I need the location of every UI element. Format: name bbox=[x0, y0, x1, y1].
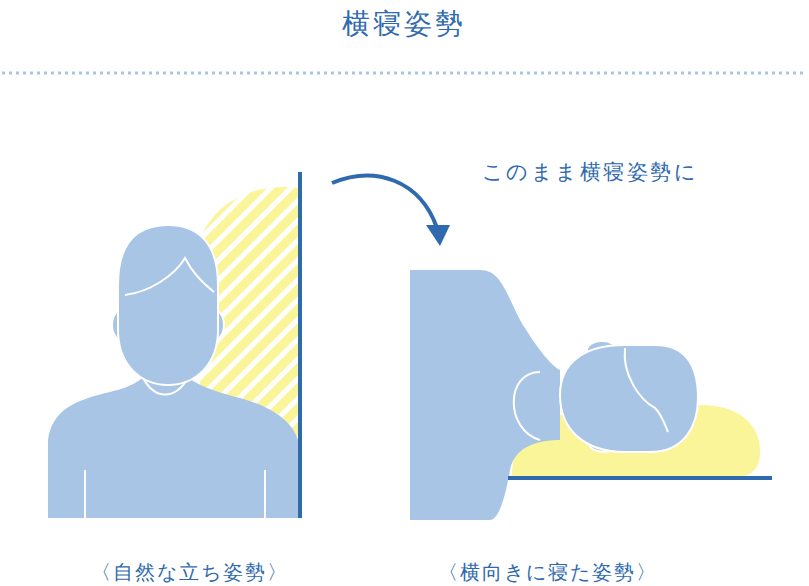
arrow-note: このまま横寝姿勢に bbox=[482, 158, 699, 186]
lying-head bbox=[560, 345, 698, 452]
curved-arrow bbox=[332, 176, 437, 228]
lying-body bbox=[410, 270, 560, 520]
wall-line bbox=[298, 172, 302, 518]
figure-caption: 〈自然な立ち姿勢〉 bbox=[91, 559, 289, 586]
dotted-rule bbox=[2, 72, 807, 75]
floor-line bbox=[508, 476, 772, 480]
page-title: 横寝姿勢 bbox=[342, 5, 466, 43]
figure-caption: 〈横向きに寝た姿勢〉 bbox=[438, 559, 658, 586]
person-body bbox=[48, 368, 298, 518]
person-head bbox=[118, 225, 218, 385]
